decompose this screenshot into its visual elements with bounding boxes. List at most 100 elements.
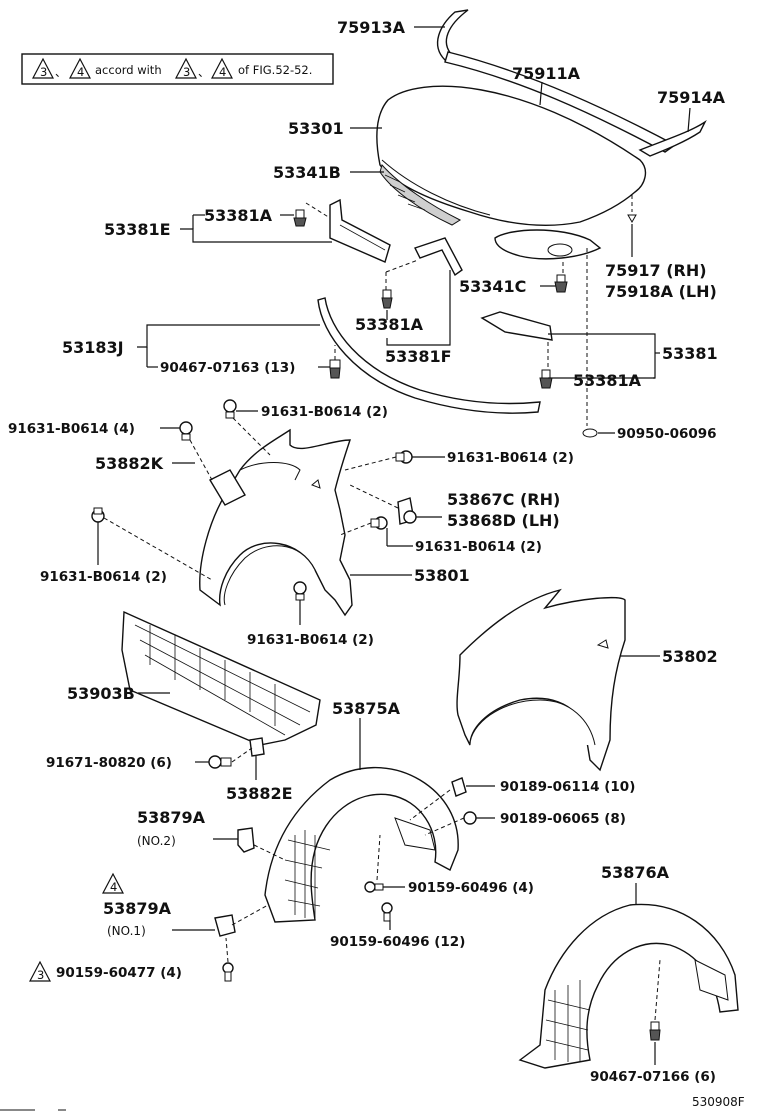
label-53882k: 53882K <box>95 454 164 473</box>
note-box: 3 、 4 accord with 3 、 4 of FIG.52-52. <box>21 53 334 85</box>
dashed-lines <box>103 195 661 1021</box>
triangle-4-icon <box>211 57 233 79</box>
liner-53875a-group <box>264 766 459 923</box>
clip-53381a-top <box>293 209 307 227</box>
part-53879a-no2 <box>237 827 255 853</box>
label-53876a: 53876A <box>601 863 670 882</box>
label-90159-60496-12: 90159-60496 (12) <box>330 934 465 950</box>
label-53381a-right: 53381A <box>573 371 642 390</box>
label-91631-left2: 91631-B0614 (2) <box>40 569 167 585</box>
svg-text:4: 4 <box>219 65 226 79</box>
clip-53381a-mid <box>381 289 393 309</box>
bolt-91631-right <box>395 450 413 464</box>
hood-edge-line <box>381 159 491 216</box>
bolt-91631-left4 <box>179 421 193 441</box>
label-tri3: 3 <box>37 968 44 982</box>
part-53183j <box>317 297 541 414</box>
label-91631-left4: 91631-B0614 (4) <box>8 421 135 437</box>
label-53381f: 53381F <box>385 347 452 366</box>
label-91631-mid: 91631-B0614 (2) <box>415 539 542 555</box>
triangle-3-icon <box>32 57 54 79</box>
label-53879a-no2: 53879A <box>137 808 206 827</box>
part-53882k <box>209 469 246 506</box>
label-53801: 53801 <box>414 566 470 585</box>
clip-90189-06114 <box>451 777 467 797</box>
triangle-4-icon <box>102 872 124 894</box>
label-90189-06114: 90189-06114 (10) <box>500 779 635 795</box>
part-75911a <box>444 51 677 153</box>
svg-text:4: 4 <box>77 65 84 79</box>
label-53868d: 53868D (LH) <box>447 511 560 530</box>
label-53183j: 53183J <box>62 338 124 357</box>
part-53879a-no1 <box>214 914 236 937</box>
svg-text:、: 、 <box>55 65 67 79</box>
part-53801-fender <box>199 428 353 617</box>
clip-90189-06065 <box>463 811 477 825</box>
label-90159-60496-4: 90159-60496 (4) <box>408 880 534 896</box>
bolt-91631-left2 <box>91 507 105 523</box>
label-53301: 53301 <box>288 119 344 138</box>
label-53381a-mid: 53381A <box>355 315 424 334</box>
clip-53381a-right <box>539 369 553 389</box>
label-90950-06096: 90950-06096 <box>617 426 717 442</box>
part-75917-marker <box>627 214 637 224</box>
bolt-91631-mid <box>370 516 388 530</box>
part-53381e <box>329 198 391 263</box>
triangle-3-icon <box>29 960 51 982</box>
triangle-4-icon <box>69 57 91 79</box>
bolt-91631-bottom <box>293 581 307 601</box>
clip-53341c <box>554 274 568 293</box>
svg-text:3: 3 <box>183 65 190 79</box>
part-53903b-seal <box>121 610 321 746</box>
part-labels: 75913A 75911A 75914A 53301 53341B 53381E… <box>8 18 745 1109</box>
part-53882e <box>249 737 265 757</box>
label-75911a: 75911A <box>512 64 581 83</box>
screw-90159-60477 <box>222 962 234 982</box>
label-53875a: 53875A <box>332 699 401 718</box>
label-53802: 53802 <box>662 647 718 666</box>
label-91631-bottom: 91631-B0614 (2) <box>247 632 374 648</box>
svg-text:accord with: accord with <box>95 63 162 77</box>
label-90467-07163: 90467-07163 (13) <box>160 360 295 376</box>
label-75917: 75917 (RH) <box>605 261 707 280</box>
figure-id: 530908F <box>692 1095 745 1109</box>
clip-90467-07163 <box>329 359 341 379</box>
svg-text:of FIG.52-52.: of FIG.52-52. <box>238 63 312 77</box>
bolt-91631-top <box>223 399 237 419</box>
part-53341b <box>379 163 462 226</box>
label-53882e: 53882E <box>226 784 293 803</box>
bolt-91671-80820 <box>208 755 232 769</box>
part-90950-06096 <box>582 428 598 438</box>
label-75918a: 75918A (LH) <box>605 282 717 301</box>
label-75913a: 75913A <box>337 18 406 37</box>
clip-90467-07166 <box>649 1021 661 1041</box>
svg-text:、: 、 <box>198 65 210 79</box>
fender-53801-group <box>199 428 353 617</box>
svg-text:3: 3 <box>40 65 47 79</box>
part-53341c <box>494 229 602 260</box>
label-no2: (NO.2) <box>137 834 176 848</box>
label-no1: (NO.1) <box>107 924 146 938</box>
label-53879a-no1: 53879A <box>103 899 172 918</box>
screw-90159-60496-12 <box>381 902 393 922</box>
label-91671-80820: 91671-80820 (6) <box>46 755 172 771</box>
label-90189-06065: 90189-06065 (8) <box>500 811 626 827</box>
label-91631-right: 91631-B0614 (2) <box>447 450 574 466</box>
label-53381: 53381 <box>662 344 718 363</box>
label-53341c: 53341C <box>459 277 526 296</box>
label-90467-07166: 90467-07166 (6) <box>590 1069 716 1085</box>
hood-group <box>376 9 707 260</box>
label-53381a-top: 53381A <box>204 206 273 225</box>
grommet-53867c <box>397 497 417 525</box>
screw-90159-60496-4 <box>364 881 384 893</box>
triangle-3-icon <box>175 57 197 79</box>
part-53381f <box>414 237 463 277</box>
label-53381e: 53381E <box>104 220 171 239</box>
label-75914a: 75914A <box>657 88 726 107</box>
label-53903b: 53903B <box>67 684 135 703</box>
part-53381 <box>480 311 553 341</box>
label-tri4: 4 <box>110 880 117 894</box>
label-53867c: 53867C (RH) <box>447 490 560 509</box>
liner-53876a-group <box>518 903 739 1069</box>
